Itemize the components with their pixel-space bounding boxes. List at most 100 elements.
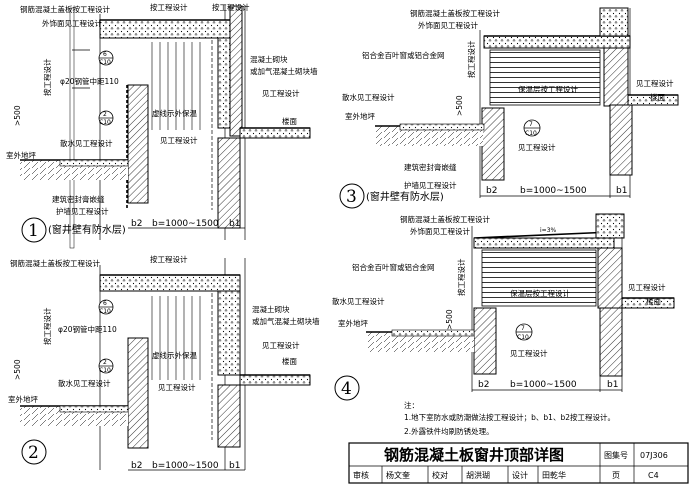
detail-2: 6 C10 2 C10 钢筋混凝土盖板按工程设计 按工程设计 φ20钢管中距11… — [8, 254, 320, 471]
detail-2-ground-label: 室外地坪 — [8, 394, 38, 404]
detail-2-bar-label: φ20钢管中距110 — [58, 324, 117, 334]
detail-2-by-design: 按工程设计 — [150, 254, 188, 264]
detail-4-height: >500 — [445, 309, 454, 330]
detail-1-outline-label: 虚线示外保温 — [152, 108, 197, 118]
detail-1-see-design: 见工程设计 — [262, 88, 300, 98]
detail-4-see-design: 见工程设计 — [628, 282, 666, 292]
detail-4-see-design-2: 见工程设计 — [510, 348, 548, 358]
detail-4-louver-label: 铝合金百叶窗或铝合金网 — [352, 262, 435, 272]
detail-3-floor-label: 楼面 — [650, 92, 665, 102]
detail-1-by-design-2: 按工程设计 — [212, 2, 250, 12]
page-number: C4 — [648, 471, 659, 480]
detail-4-ground-label: 室外地坪 — [338, 318, 368, 328]
page-label: 页 — [612, 471, 620, 480]
reviewer-name: 杨文奎 — [386, 470, 410, 480]
detail-1-drain-label: 散水见工程设计 — [60, 138, 113, 148]
detail-4-slab-label: 钢筋混凝土盖板按工程设计 — [400, 214, 490, 224]
detail-2-block2-label: 或加气混凝土砌块墙 — [252, 316, 320, 326]
detail-2-slab-label: 钢筋混凝土盖板按工程设计 — [10, 258, 100, 268]
detail-2-outline-label: 虚线示外保温 — [152, 350, 197, 360]
atlas-label: 图集号 — [604, 450, 628, 460]
detail-4-drain-label: 散水见工程设计 — [332, 296, 385, 306]
detail-3-insulation-label: 保温层按工程设计 — [518, 84, 578, 94]
detail-4-ref-top: 7 — [521, 325, 525, 332]
detail-4-floor-label: 楼面 — [646, 296, 661, 306]
detail-2-dim-b2: b2 — [131, 461, 142, 471]
detail-2-ref-top: 6 — [103, 300, 107, 307]
detail-2-height: >500 — [13, 359, 22, 380]
detail-1-ground-label: 室外地坪 — [6, 150, 36, 160]
atlas-number: 07J306 — [640, 451, 668, 460]
detail-4: i=3% 7 C10 钢筋混凝土盖板按工程设计 外饰面见工程设计 铝合金百叶窗或… — [332, 213, 675, 401]
detail-3-dim-b2: b2 — [486, 186, 497, 196]
detail-4-insulation-label: 保温层按工程设计 — [510, 288, 570, 298]
detail-3-ground-label: 室外地坪 — [345, 111, 375, 121]
note-2: 2.外露铁件均刷防锈处理。 — [404, 426, 494, 436]
detail-1-finish-label: 外饰面见工程设计 — [42, 18, 102, 28]
review-label: 审核 — [353, 470, 369, 480]
detail-1-floor-label: 楼面 — [282, 116, 297, 126]
check-label: 校对 — [432, 470, 448, 480]
detail-1-ref2-top: 2 — [103, 111, 107, 118]
detail-3-see-design: 见工程设计 — [636, 78, 674, 88]
detail-1-by-design: 按工程设计 — [150, 2, 188, 12]
detail-2-drain-label: 散水见工程设计 — [58, 378, 111, 388]
detail-1-number: 1 — [28, 221, 39, 241]
detail-1: 6 C10 2 C10 钢筋混凝土盖板按工程设计 外饰面见工程设计 按工程设计 … — [6, 2, 318, 249]
detail-1-dim-b: b=1000~1500 — [152, 219, 219, 229]
detail-2-ref-bottom: C10 — [99, 308, 111, 315]
detail-1-bar-label: φ20钢管中距110 — [60, 76, 119, 86]
detail-2-dim-b: b=1000~1500 — [152, 461, 219, 471]
detail-1-dim-b2: b2 — [131, 219, 142, 229]
note-1: 1.地下室防水或防潮做法按工程设计；b、b1、b2按工程设计。 — [404, 412, 615, 422]
detail-1-ref-bottom: C10 — [99, 59, 111, 66]
detail-4-by-design-v: 按工程设计 — [456, 258, 466, 296]
detail-2-dim-b1: b1 — [229, 461, 240, 471]
detail-1-wall-label: 护墙见工程设计 — [56, 206, 109, 216]
detail-3-slab-label: 钢筋混凝土盖板按工程设计 — [410, 8, 500, 18]
detail-3-dim-b1: b1 — [616, 186, 627, 196]
detail-2-block-label: 混凝土砌块 — [252, 304, 290, 314]
detail-3-louver-label: 铝合金百叶窗或铝合金网 — [362, 50, 445, 60]
detail-2-ref2-bottom: C10 — [99, 367, 111, 374]
detail-1-by-design-v: 按工程设计 — [42, 58, 52, 96]
detail-4-number: 4 — [341, 379, 352, 399]
detail-3-wall-label: 护墙见工程设计 — [404, 180, 457, 190]
detail-3-finish-label: 外饰面见工程设计 — [418, 20, 478, 30]
detail-3-sealing-label: 建筑密封膏嵌缝 — [404, 162, 457, 172]
title-block: 钢筋混凝土板窗井顶部详图 图集号 07J306 页 C4 审核 杨文奎 校对 胡… — [348, 442, 689, 484]
detail-1-sealing-label: 建筑密封膏嵌缝 — [52, 194, 105, 204]
notes: 注： 1.地下室防水或防潮做法按工程设计；b、b1、b2按工程设计。 2.外露铁… — [404, 400, 615, 436]
detail-1-ref2-bottom: C10 — [99, 119, 111, 126]
detail-4-ref-bottom: C10 — [517, 334, 529, 341]
detail-3-by-design-v: 按工程设计 — [466, 40, 476, 78]
detail-3: 7 C10 钢筋混凝土盖板按工程设计 外饰面见工程设计 铝合金百叶窗或铝合金网 … — [339, 7, 679, 209]
detail-1-slab-label: 钢筋混凝土盖板按工程设计 — [20, 4, 110, 14]
detail-4-dim-b2: b2 — [478, 380, 489, 390]
detail-4-slope: i=3% — [540, 227, 557, 234]
drawing-title: 钢筋混凝土板窗井顶部详图 — [384, 446, 564, 464]
detail-2-floor-label: 楼面 — [282, 356, 297, 366]
notes-heading: 注： — [404, 400, 419, 410]
detail-1-dim-b1: b1 — [229, 219, 240, 229]
detail-3-height: >500 — [455, 95, 464, 116]
checker-name: 胡洪瑚 — [466, 470, 490, 480]
detail-1-caption: (窗井壁有防水层) — [48, 223, 126, 236]
detail-3-caption: (窗井壁有防水层) — [366, 190, 444, 203]
detail-2-see-design-2: 见工程设计 — [158, 382, 196, 392]
detail-4-dim-b1: b1 — [607, 380, 618, 390]
design-label: 设计 — [512, 470, 528, 480]
detail-3-dim-b: b=1000~1500 — [520, 186, 587, 196]
detail-3-drain-label: 散水见工程设计 — [342, 92, 395, 102]
detail-3-ref-top: 7 — [529, 121, 533, 128]
detail-3-see-design-2: 见工程设计 — [518, 142, 556, 152]
detail-4-finish-label: 外饰面见工程设计 — [410, 226, 470, 236]
detail-1-see-design-2: 见工程设计 — [160, 135, 198, 145]
detail-2-number: 2 — [28, 443, 39, 463]
designer-name: 田乾华 — [542, 470, 566, 480]
detail-1-block2-label: 或加气混凝土砌块墙 — [250, 66, 318, 76]
detail-1-block-label: 混凝土砌块 — [250, 54, 288, 64]
detail-3-ref-bottom: C10 — [525, 130, 537, 137]
detail-2-ref2-top: 2 — [103, 359, 107, 366]
